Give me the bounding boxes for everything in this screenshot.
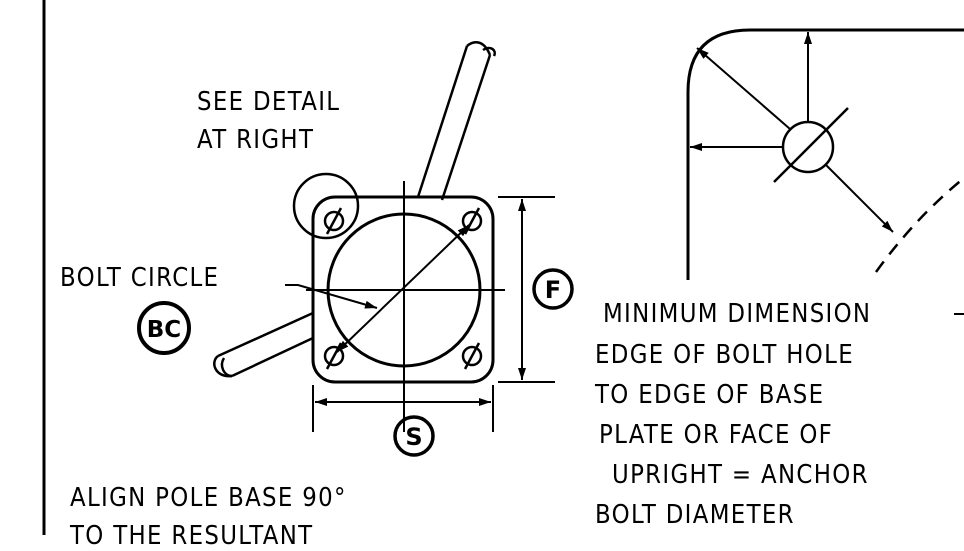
drawing-canvas: F S BC [42,0,964,535]
s-symbol: S [405,423,422,451]
bolt-circle-leader [285,284,378,309]
detail-arrows [690,32,894,233]
min-dim-note-line4: PLATE OR FACE OF [599,420,834,450]
detail-upright-face [874,177,964,273]
bc-symbol: BC [147,317,181,343]
detail-callout-circle [292,172,360,240]
lower-pole [213,311,314,378]
upper-pole [416,41,496,201]
bolt-circle-diameter-arrow [336,224,470,353]
detail-plate-outline [686,28,964,280]
f-dimension [498,196,555,383]
see-detail-line2: AT RIGHT [197,125,315,155]
f-symbol: F [545,276,561,304]
min-dim-note-line2: EDGE OF BOLT HOLE [595,340,854,370]
align-note-line1: ALIGN POLE BASE 90° [70,483,347,513]
min-dim-note-line5: UPRIGHT = ANCHOR [612,460,869,490]
bc-symbol-circle [137,301,191,355]
min-dim-note-line1: MINIMUM DIMENSION [603,299,872,329]
s-dimension [312,385,494,432]
s-symbol-circle [393,415,435,457]
see-detail-line1: SEE DETAIL [197,87,341,117]
min-dim-note-line6: BOLT DIAMETER [595,500,795,530]
align-note-line2: TO THE RESULTANT [70,521,314,551]
detail-bolt-hole [773,107,849,183]
f-symbol-circle [532,268,574,310]
bolt-circle-label: BOLT CIRCLE [60,263,220,293]
min-dim-note-line3: TO EDGE OF BASE [595,380,825,410]
